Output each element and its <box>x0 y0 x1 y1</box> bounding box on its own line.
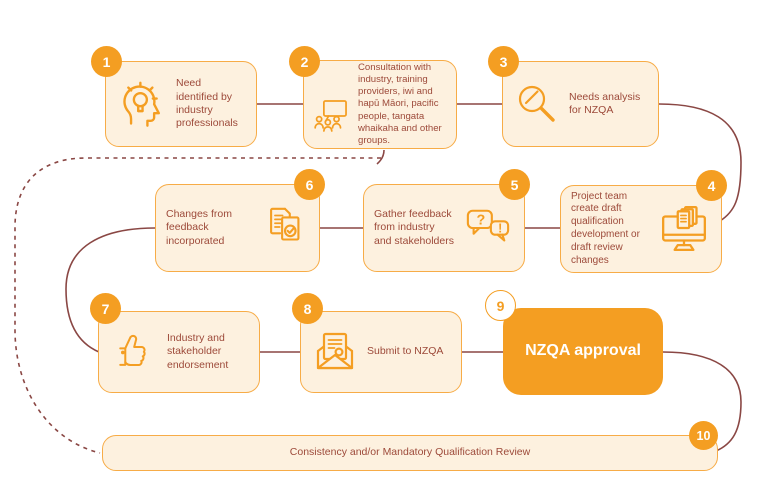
step-5-label: Gather feedback from industry and stakeh… <box>374 207 454 247</box>
step-box-6: 6 Changes from feedback incorporated <box>155 169 325 272</box>
step-2-badge: 2 <box>289 46 320 77</box>
step-8-label: Submit to NZQA <box>367 345 444 358</box>
step-9-badge: 9 <box>485 290 516 321</box>
idea-head-icon <box>116 78 168 130</box>
step-3-label: Needs analysis for NZQA <box>569 90 641 116</box>
envelope-letter-icon <box>311 328 359 376</box>
exclamation-glyph: ! <box>498 221 502 235</box>
connector-3-4-curve <box>658 103 742 222</box>
step-box-2: 2 Consultation with industry, training p… <box>289 46 457 149</box>
step-7-badge: 7 <box>90 293 121 324</box>
step-7-label: Industry and stakeholder endorsement <box>167 331 229 371</box>
step-box-10-review: 10 Consistency and/or Mandatory Qualific… <box>102 421 718 471</box>
step-6-label: Changes from feedback incorporated <box>166 207 232 247</box>
review-loop-dashed <box>14 157 381 454</box>
consultation-people-icon <box>312 96 350 136</box>
step-box-1: 1 Need identified by industry profession… <box>91 46 257 147</box>
step-box-9-nzqa-approval: 9 NZQA approval <box>485 290 663 395</box>
connector-6-7-curve <box>65 227 156 353</box>
step-4-label: Project team create draft qualification … <box>571 190 640 266</box>
step-3-badge: 3 <box>488 46 519 77</box>
speech-bubbles-icon: ? ! <box>462 205 514 251</box>
step-6-badge: 6 <box>294 169 325 200</box>
step-box-3: 3 Needs analysis for NZQA <box>488 46 659 147</box>
step-2-label: Consultation with industry, training pro… <box>358 61 442 147</box>
connector-9-10-curve <box>662 351 742 452</box>
step-1-label: Need identified by industry professional… <box>176 77 238 130</box>
monitor-documents-icon <box>657 204 711 254</box>
documents-check-icon <box>261 205 309 251</box>
step-box-5: 5 Gather feedback from industry and stak… <box>363 169 530 272</box>
review-loop-arrow-tick <box>376 149 385 165</box>
step-5-badge: 5 <box>499 169 530 200</box>
step-9-label: NZQA approval <box>525 342 641 360</box>
magnifier-icon <box>513 80 561 128</box>
step-box-8: 8 Submit to NZQA <box>292 293 462 393</box>
question-glyph: ? <box>477 213 486 229</box>
step-10-label: Consistency and/or Mandatory Qualificati… <box>289 446 531 459</box>
step-box-4: 4 Project team create draft qualificatio… <box>560 170 727 273</box>
step-10-badge: 10 <box>689 421 718 450</box>
step-4-badge: 4 <box>696 170 727 201</box>
step-1-badge: 1 <box>91 46 122 77</box>
thumbs-up-icon <box>109 330 159 374</box>
step-box-7: 7 Industry and stakeholder endorsement <box>90 293 260 393</box>
step-8-badge: 8 <box>292 293 323 324</box>
